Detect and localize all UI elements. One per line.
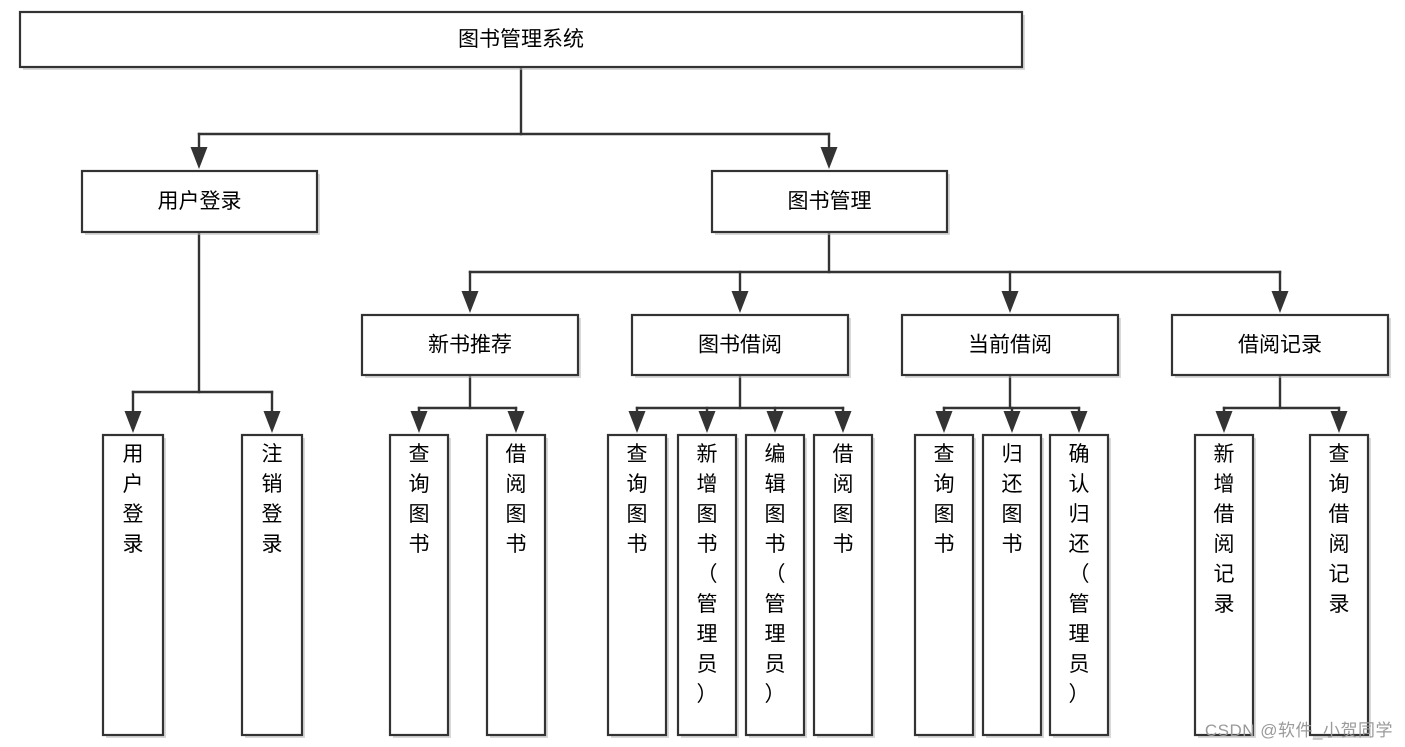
node-label: 归还图书 [1002, 443, 1023, 556]
arrow-head-icon [461, 291, 479, 313]
connector-book-manage [461, 230, 1289, 313]
connector-current-borrow [935, 373, 1088, 433]
node-label: 用户登录 [158, 190, 242, 213]
node-box[interactable] [1193, 433, 1255, 737]
node-box[interactable] [744, 433, 806, 737]
node-current-borrow[interactable]: 当前借阅 [900, 313, 1121, 378]
node-label: 当前借阅 [968, 334, 1052, 357]
arrow-head-icon [1271, 291, 1289, 313]
node-label: 查询借阅记录 [1329, 443, 1350, 616]
node-leaf-borrow-book-2[interactable]: 借阅图书 [812, 433, 875, 738]
node-leaf-return-book[interactable]: 归还图书 [981, 433, 1044, 738]
node-label: 编辑图书（管理员） [765, 443, 786, 706]
node-label: 图书管理系统 [458, 28, 584, 51]
node-leaf-confirm-return[interactable]: 确认归还（管理员） [1048, 433, 1111, 738]
node-label: 用户登录 [123, 443, 144, 556]
arrow-head-icon [1330, 411, 1348, 433]
arrow-head-icon [190, 147, 208, 169]
node-box[interactable] [981, 433, 1043, 737]
arrow-head-icon [410, 411, 428, 433]
node-leaf-logout[interactable]: 注销登录 [240, 433, 305, 738]
arrow-head-icon [507, 411, 525, 433]
node-box[interactable] [1048, 433, 1110, 737]
node-box[interactable] [676, 433, 738, 737]
node-leaf-query-record[interactable]: 查询借阅记录 [1308, 433, 1371, 738]
node-label: 借阅图书 [833, 443, 854, 556]
node-leaf-borrow-book-1[interactable]: 借阅图书 [485, 433, 548, 738]
node-leaf-query-book-3[interactable]: 查询图书 [913, 433, 976, 738]
arrow-head-icon [731, 291, 749, 313]
node-label: 查询图书 [409, 443, 430, 556]
node-box[interactable] [485, 433, 547, 737]
node-borrow-record[interactable]: 借阅记录 [1170, 313, 1391, 378]
node-book-manage[interactable]: 图书管理 [710, 169, 950, 235]
arrow-head-icon [124, 411, 142, 433]
node-label: 新书推荐 [428, 334, 512, 357]
arrow-head-icon [1070, 411, 1088, 433]
node-label: 注销登录 [262, 443, 283, 556]
arrow-head-icon [1215, 411, 1233, 433]
arrow-head-icon [628, 411, 646, 433]
node-box[interactable] [80, 169, 319, 234]
arrow-head-icon [834, 411, 852, 433]
node-label: 查询图书 [627, 443, 648, 556]
node-book-borrow[interactable]: 图书借阅 [630, 313, 851, 378]
node-box[interactable] [101, 433, 165, 737]
connector-user-login [124, 230, 281, 433]
node-new-book-recommend[interactable]: 新书推荐 [360, 313, 581, 378]
connector-borrow-record [1215, 373, 1348, 433]
node-leaf-add-record[interactable]: 新增借阅记录 [1193, 433, 1256, 738]
nodes-layer: 图书管理系统用户登录图书管理新书推荐图书借阅当前借阅借阅记录用户登录注销登录查询… [18, 10, 1391, 738]
node-leaf-user-login[interactable]: 用户登录 [101, 433, 166, 738]
node-box[interactable] [240, 433, 304, 737]
node-leaf-add-book[interactable]: 新增图书（管理员） [676, 433, 739, 738]
node-box[interactable] [1170, 313, 1390, 377]
node-root[interactable]: 图书管理系统 [18, 10, 1025, 70]
node-box[interactable] [630, 313, 850, 377]
node-box[interactable] [900, 313, 1120, 377]
node-label: 借阅图书 [506, 443, 527, 556]
connector-root [190, 65, 838, 169]
node-box[interactable] [18, 10, 1024, 69]
node-leaf-query-book-1[interactable]: 查询图书 [388, 433, 451, 738]
node-box[interactable] [913, 433, 975, 737]
node-label: 确认归还（管理员） [1069, 443, 1090, 706]
arrow-head-icon [698, 411, 716, 433]
node-label: 图书管理 [788, 190, 872, 213]
arrow-head-icon [766, 411, 784, 433]
arrow-head-icon [820, 147, 838, 169]
arrow-head-icon [935, 411, 953, 433]
node-box[interactable] [1308, 433, 1370, 737]
node-leaf-edit-book[interactable]: 编辑图书（管理员） [744, 433, 807, 738]
watermark-label: CSDN @软件_小贺同学 [1204, 721, 1393, 740]
arrow-head-icon [263, 411, 281, 433]
node-box[interactable] [360, 313, 580, 377]
arrow-head-icon [1003, 411, 1021, 433]
node-label: 新增借阅记录 [1214, 443, 1235, 616]
node-box[interactable] [812, 433, 874, 737]
node-label: 借阅记录 [1238, 334, 1322, 357]
connector-new-book-recommend [410, 373, 525, 433]
node-box[interactable] [606, 433, 668, 737]
node-label: 查询图书 [934, 443, 955, 556]
connections-layer [124, 65, 1348, 433]
node-label: 图书借阅 [698, 334, 782, 357]
node-leaf-query-book-2[interactable]: 查询图书 [606, 433, 669, 738]
node-user-login[interactable]: 用户登录 [80, 169, 320, 235]
node-box[interactable] [710, 169, 949, 234]
connector-book-borrow [628, 373, 852, 433]
node-box[interactable] [388, 433, 450, 737]
node-label: 新增图书（管理员） [697, 443, 718, 706]
arrow-head-icon [1001, 291, 1019, 313]
